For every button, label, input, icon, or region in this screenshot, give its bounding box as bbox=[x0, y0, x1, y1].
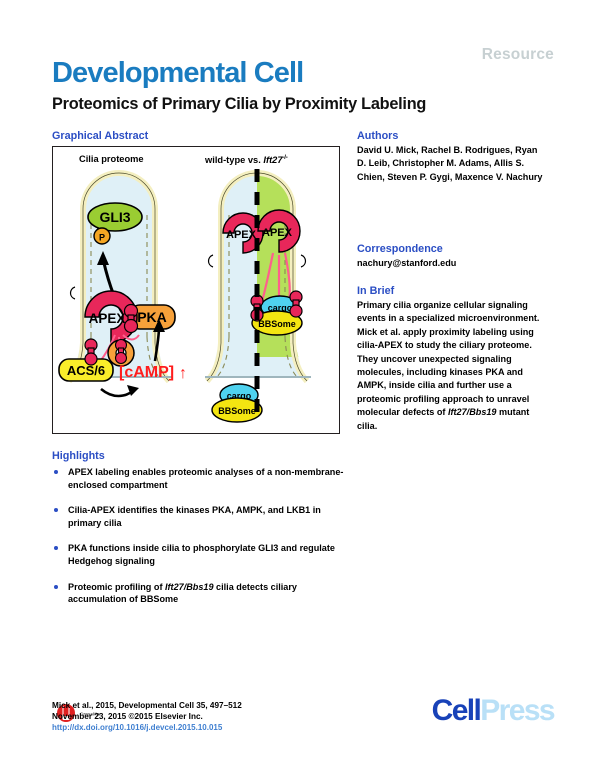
camp-production-arrow bbox=[100, 387, 134, 398]
cargo-label-base: cargo bbox=[227, 391, 252, 401]
doi-link[interactable]: http://dx.doi.org/10.1016/j.devcel.2015.… bbox=[52, 723, 223, 732]
pka-label: PKA bbox=[137, 309, 167, 325]
labeling-ray-3 bbox=[122, 334, 140, 341]
biotin-tag-pka bbox=[123, 303, 139, 334]
highlight-item: APEX labeling enables proteomic analyses… bbox=[52, 466, 352, 491]
highlight-item: PKA functions inside cilia to phosphoryl… bbox=[52, 542, 352, 567]
apex-label-left: APEX bbox=[89, 311, 126, 326]
figure-panel-label-right-pre: wild-type vs. bbox=[205, 155, 264, 166]
section-heading-authors: Authors bbox=[357, 130, 399, 142]
highlight-text-part1: Cilia-APEX identifies the kinases PKA, A… bbox=[68, 505, 321, 528]
acs6-label: ACS/6 bbox=[67, 363, 105, 378]
left-cilium-membrane-outline bbox=[82, 172, 156, 343]
biotin-tag-mutant-right bbox=[289, 290, 303, 318]
apex-enzyme-shape-wt bbox=[222, 212, 264, 254]
phospho-label: P bbox=[99, 233, 105, 243]
highlight-text-part1: APEX labeling enables proteomic analyses… bbox=[68, 467, 344, 490]
bullet-icon bbox=[54, 546, 58, 551]
article-title: Proteomics of Primary Cilia by Proximity… bbox=[52, 95, 427, 113]
apex-label-wt: APEX bbox=[226, 229, 257, 241]
camp-label: [cAMP] bbox=[119, 364, 174, 381]
mutant-labeling-ray-3 bbox=[283, 252, 291, 300]
gli3-label: GLI3 bbox=[99, 209, 130, 225]
figure-panel-label-right: wild-type vs. Ift27-/- bbox=[205, 154, 288, 166]
right-cilium-base-fill-mutant bbox=[257, 343, 299, 357]
camp-production-arrowhead bbox=[127, 385, 139, 396]
crossmark-label: CrossMark bbox=[80, 712, 100, 717]
cilia-diagram-svg: GLI3 P PKA APEX bbox=[58, 169, 311, 423]
figure-gene-genotype: -/- bbox=[282, 154, 288, 161]
highlight-gene-name: Ift27/Bbs19 bbox=[165, 581, 214, 592]
left-phosphorylation-arrowhead bbox=[97, 251, 109, 265]
crossmark-badge[interactable]: CrossMark bbox=[56, 703, 100, 723]
correspondence-email[interactable]: nachury@stanford.edu bbox=[357, 258, 457, 268]
citation-line-1: Mick et al., 2015, Developmental Cell 35… bbox=[52, 701, 242, 710]
gli3-protein-shape bbox=[87, 202, 143, 232]
apex-label-mut: APEX bbox=[262, 227, 293, 239]
camp-arrow-icon: ↑ bbox=[179, 365, 187, 382]
left-cilium: GLI3 P PKA APEX bbox=[58, 170, 187, 398]
bbsome-label-base: BBSome bbox=[218, 406, 256, 416]
highlight-item: Proteomic profiling of Ift27/Bbs19 cilia… bbox=[52, 581, 352, 606]
highlight-item: Cilia-APEX identifies the kinases PKA, A… bbox=[52, 504, 352, 529]
section-heading-in-brief: In Brief bbox=[357, 285, 395, 297]
publisher-logo: CellPress bbox=[431, 694, 556, 727]
section-heading-highlights: Highlights bbox=[52, 450, 105, 462]
figure-panel-label-left: Cilia proteome bbox=[79, 154, 144, 164]
publisher-logo-cell: Cell bbox=[431, 694, 482, 727]
left-axoneme-right-base bbox=[146, 336, 160, 378]
highlights-list: APEX labeling enables proteomic analyses… bbox=[52, 466, 352, 619]
right-base-flare-left-outline bbox=[206, 342, 222, 382]
section-heading-correspondence: Correspondence bbox=[357, 243, 443, 255]
phospho-group-shape bbox=[93, 227, 111, 245]
highlight-text-part2: cilia detects ciliary accumulation of BB… bbox=[68, 581, 297, 605]
bullet-icon bbox=[54, 470, 58, 474]
left-base-flare-right-outline bbox=[154, 342, 170, 382]
right-axoneme-left-base bbox=[216, 336, 230, 378]
figure-gene-name: Ift27 bbox=[263, 155, 283, 166]
authors-list: David U. Mick, Rachel B. Rodrigues, Ryan… bbox=[357, 145, 543, 182]
citation-line-2: November 23, 2015 ©2015 Elsevier Inc. bbox=[52, 712, 203, 721]
in-brief-text-part2: mutant cilia. bbox=[357, 407, 530, 431]
right-base-flare-right-outline bbox=[292, 342, 308, 382]
right-membrane-notch-right bbox=[300, 254, 307, 268]
biotin-tag-acs6 bbox=[84, 338, 98, 366]
graphical-abstract-figure: Cilia proteome wild-type vs. Ift27-/- bbox=[52, 146, 340, 434]
article-category-label: Resource bbox=[481, 46, 554, 63]
bullet-icon bbox=[54, 508, 58, 513]
bbsome-label-mutant: BBSome bbox=[258, 319, 296, 329]
bullet-icon bbox=[54, 584, 58, 589]
highlight-text-part1: PKA functions inside cilia to phosphoryl… bbox=[68, 543, 335, 566]
in-brief-text: Primary cilia organize cellular signalin… bbox=[357, 299, 549, 433]
biotin-tag-donut bbox=[114, 338, 128, 365]
in-brief-gene-name: Ift27/Bbs19 bbox=[447, 407, 497, 418]
right-membrane-notch-left bbox=[207, 254, 214, 268]
bbsome-shape-base bbox=[211, 397, 263, 423]
left-membrane-notch bbox=[69, 286, 76, 300]
right-cilium: APEX APEX cargo BBSome bbox=[204, 169, 311, 423]
in-brief-text-part1: Primary cilia organize cellular signalin… bbox=[357, 300, 540, 418]
highlight-text-part1: Proteomic profiling of bbox=[68, 581, 165, 592]
journal-title: Developmental Cell bbox=[52, 57, 304, 89]
section-heading-graphical-abstract: Graphical Abstract bbox=[52, 130, 149, 142]
camp-to-pka-arrowhead bbox=[153, 319, 165, 332]
right-axoneme-right-base bbox=[284, 336, 298, 378]
apex-enzyme-shape-mut bbox=[257, 209, 301, 253]
publisher-logo-press: Press bbox=[480, 694, 555, 727]
cargo-label-mutant: cargo bbox=[268, 303, 293, 313]
bbsome-shape-mutant bbox=[251, 310, 303, 336]
